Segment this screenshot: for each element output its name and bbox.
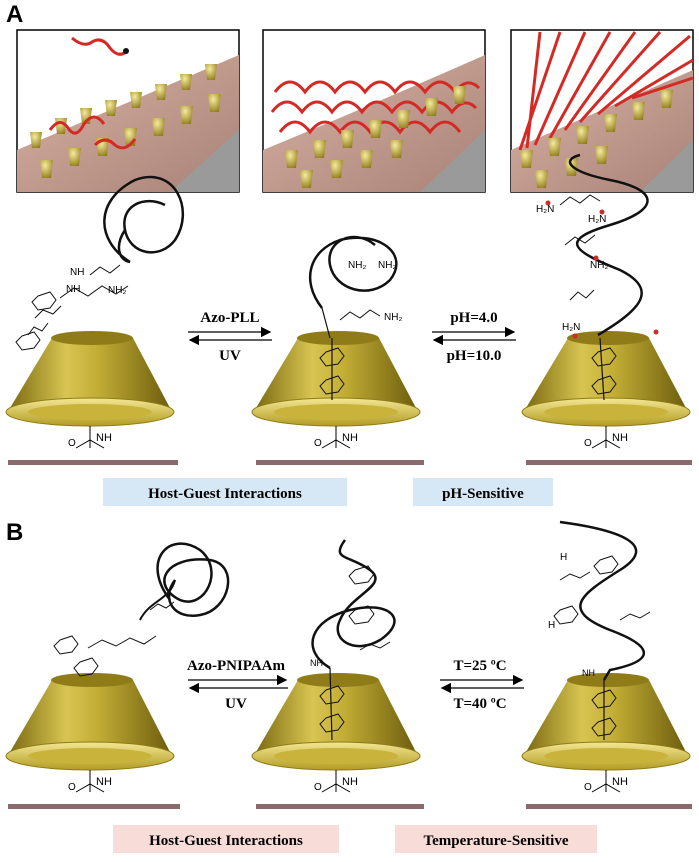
chem-h2n: H₂N xyxy=(562,322,580,333)
chem-h2n: H₂N xyxy=(588,214,606,225)
chem-o: O xyxy=(314,438,322,449)
chem-nh: NH xyxy=(310,658,323,668)
cyclodextrin-a-2 xyxy=(251,331,421,427)
chem-nh2: NH₂ xyxy=(108,285,126,296)
chem-o: O xyxy=(68,782,76,793)
label-temperature-sensitive: Temperature-Sensitive xyxy=(424,833,569,849)
chem-nh2: NH₂ xyxy=(378,260,396,271)
cyclodextrin-b-2 xyxy=(251,673,421,771)
panel-a-box-2 xyxy=(262,29,486,193)
azo-pnipaam-free xyxy=(53,542,230,677)
protonation-markers xyxy=(545,200,659,339)
label-box-host-guest-b xyxy=(113,825,339,853)
substrate-b-2 xyxy=(256,804,424,809)
reverse-label: pH=10.0 xyxy=(447,348,502,364)
chem-nh: NH xyxy=(70,267,84,278)
panel-b: B NH O NH O NH O xyxy=(5,519,692,853)
panel-a: A xyxy=(5,1,694,506)
substrate-a-2 xyxy=(256,460,424,465)
chem-h: H xyxy=(560,552,567,563)
cyclodextrin-b-1 xyxy=(5,673,175,771)
forward-label: pH=4.0 xyxy=(450,310,497,326)
substrate-a-1 xyxy=(8,460,178,465)
substrate-linker-b xyxy=(75,770,621,793)
chem-nh: NH xyxy=(582,668,595,678)
azo-pnipaam-extended xyxy=(553,520,651,740)
azo-pll-free xyxy=(15,175,185,351)
reverse-label: UV xyxy=(225,696,247,712)
forward-label: Azo-PLL xyxy=(200,310,259,326)
panel-a-box-3 xyxy=(510,29,694,193)
reaction-arrows-a-2: pH=4.0 pH=10.0 xyxy=(432,310,516,364)
cyclodextrin-a-1 xyxy=(5,331,175,427)
reaction-arrows-b-2: T=25 ºC T=40 ºC xyxy=(440,658,524,712)
panel-b-letter: B xyxy=(6,519,23,546)
chem-nh: NH xyxy=(612,776,628,788)
azo-pnipaam-bound xyxy=(311,539,396,741)
chem-o: O xyxy=(584,782,592,793)
azo-pll-extended xyxy=(559,153,649,401)
reaction-arrows-b-1: Azo-PNIPAAm UV xyxy=(187,658,288,712)
panel-a-letter: A xyxy=(6,1,23,28)
chem-nh2: NH₂ xyxy=(348,260,366,271)
substrate-a-3 xyxy=(526,460,692,465)
reverse-label: UV xyxy=(219,348,241,364)
chem-o: O xyxy=(584,438,592,449)
chem-o: O xyxy=(68,438,76,449)
chem-nh: NH xyxy=(612,432,628,444)
label-host-guest-b: Host-Guest Interactions xyxy=(149,833,303,849)
label-box-temperature-sensitive xyxy=(395,825,597,853)
chem-nh2: NH₂ xyxy=(384,312,402,323)
substrate-b-3 xyxy=(526,804,692,809)
reaction-arrows-a-1: Azo-PLL UV xyxy=(188,310,272,364)
chem-nh: NH xyxy=(96,776,112,788)
chem-h2n: H₂N xyxy=(536,204,554,215)
label-box-host-guest-a xyxy=(103,478,347,506)
chem-nh: NH xyxy=(96,432,112,444)
chem-nh: NH xyxy=(66,284,80,295)
mini-cyclodextrin-array xyxy=(30,64,221,178)
forward-label: Azo-PNIPAAm xyxy=(187,658,286,674)
cyclodextrin-b-3 xyxy=(521,673,691,771)
azo-pll-bound xyxy=(308,235,398,400)
substrate-linker-a xyxy=(75,426,621,449)
chem-nh2: NH₂ xyxy=(590,260,608,271)
reverse-label: T=40 ºC xyxy=(453,696,506,712)
forward-label: T=25 ºC xyxy=(453,658,506,674)
chem-h: H xyxy=(548,620,555,631)
substrate-b-1 xyxy=(8,804,180,809)
panel-a-box-1 xyxy=(16,29,240,193)
label-ph-sensitive: pH-Sensitive xyxy=(442,486,524,502)
cyclodextrin-a-3 xyxy=(521,331,691,427)
label-box-ph-sensitive xyxy=(413,478,553,506)
chem-o: O xyxy=(314,782,322,793)
chem-nh: NH xyxy=(342,776,358,788)
chem-nh: NH xyxy=(342,432,358,444)
label-host-guest-a: Host-Guest Interactions xyxy=(148,486,302,502)
